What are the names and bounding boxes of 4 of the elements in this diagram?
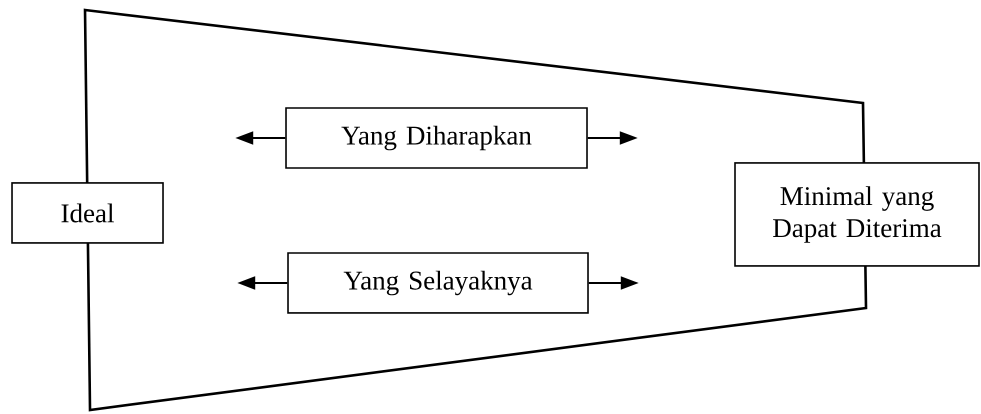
text-box: Ideal (11, 182, 164, 244)
text-box: Yang Selayaknya (287, 252, 589, 314)
text-box: Minimal yang Dapat Diterima (734, 162, 980, 267)
text-box: Yang Diharapkan (285, 107, 588, 169)
